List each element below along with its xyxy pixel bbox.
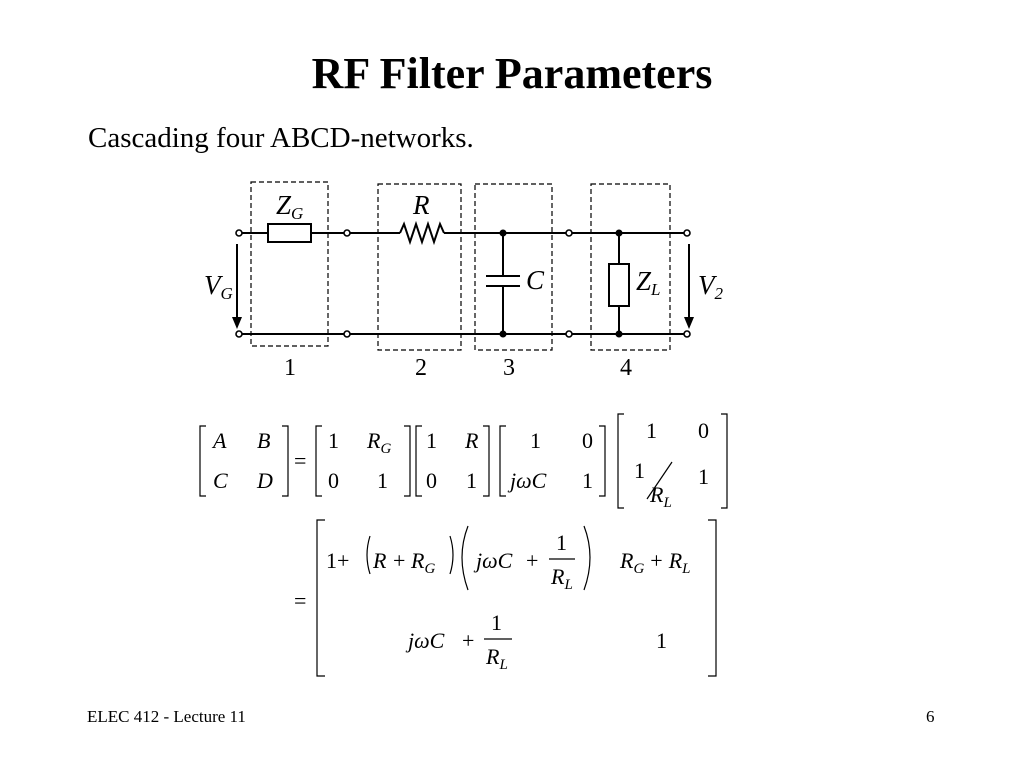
footer-course: ELEC 412 - Lecture 11 xyxy=(87,707,246,726)
result-a12: RG+RL xyxy=(619,548,691,577)
terminal xyxy=(235,229,243,237)
terminal xyxy=(235,330,243,338)
lhs-d: D xyxy=(256,468,273,493)
m4-c-denominator: RL xyxy=(649,482,672,511)
block-number-1: 1 xyxy=(284,355,296,381)
block-number-2: 2 xyxy=(415,355,427,381)
result-frac-den: RL xyxy=(550,564,573,593)
m4-c-numerator: 1 xyxy=(634,458,645,483)
m3-b: 0 xyxy=(582,428,593,453)
terminal xyxy=(683,229,691,237)
resistor-symbol xyxy=(399,220,445,246)
terminal xyxy=(565,229,573,237)
result-a11-plus: + xyxy=(393,548,405,573)
m2-a: 1 xyxy=(426,428,437,453)
block-number-3: 3 xyxy=(503,355,515,381)
result-frac-num: 1 xyxy=(556,530,567,555)
m3-a: 1 xyxy=(530,428,541,453)
vg-arrowhead xyxy=(232,317,242,329)
lhs-c: C xyxy=(213,468,228,493)
block-4-outline xyxy=(590,183,671,351)
terminal xyxy=(683,330,691,338)
m2-b: R xyxy=(464,428,479,453)
block-2-outline xyxy=(377,183,462,351)
m3-d: 1 xyxy=(582,468,593,493)
m4-d: 1 xyxy=(698,464,709,489)
result-a21-plus: + xyxy=(462,628,474,653)
block-1-outline xyxy=(250,181,329,347)
r-label: R xyxy=(412,190,430,220)
zl-box xyxy=(608,263,630,307)
m4-b: 0 xyxy=(698,418,709,443)
terminal xyxy=(565,330,573,338)
result-a11-plus2: + xyxy=(526,548,538,573)
vg-label: VG xyxy=(204,270,233,303)
result-a21-frac-num: 1 xyxy=(491,610,502,635)
zl-label: ZL xyxy=(636,266,661,299)
m3-c: jωC xyxy=(507,468,547,493)
m4-a: 1 xyxy=(646,418,657,443)
m1-b: RG xyxy=(366,428,391,457)
block-3-outline xyxy=(474,183,553,351)
equals-sign-2: = xyxy=(294,588,306,613)
c-label: C xyxy=(526,265,545,295)
zg-label: ZG xyxy=(276,190,303,223)
block-number-4: 4 xyxy=(620,355,632,381)
result-a11-rg: RG xyxy=(410,548,435,577)
v2-label: V2 xyxy=(698,270,724,303)
m2-d: 1 xyxy=(466,468,477,493)
terminal xyxy=(343,330,351,338)
result-a21-frac-den: RL xyxy=(485,644,508,673)
result-a21-jwc: jωC xyxy=(405,628,445,653)
circuit-diagram: ZG R C ZL VG V2 1 2 3 4 xyxy=(204,181,724,381)
result-a11-prefix: 1+ xyxy=(326,548,349,573)
zg-box xyxy=(267,223,312,243)
page-number: 6 xyxy=(926,707,935,726)
slide-subtitle: Cascading four ABCD-networks. xyxy=(88,122,474,154)
m1-c: 0 xyxy=(328,468,339,493)
abcd-equation: A B C D = 1 RG 0 1 1 R 0 1 1 0 jωC 1 1 0… xyxy=(199,413,728,677)
v2-arrowhead xyxy=(684,317,694,329)
slide-title: RF Filter Parameters xyxy=(311,49,713,98)
lhs-a: A xyxy=(211,428,227,453)
result-a22: 1 xyxy=(656,628,667,653)
m1-a: 1 xyxy=(328,428,339,453)
m1-d: 1 xyxy=(377,468,388,493)
result-a11-r: R xyxy=(372,548,387,573)
equals-sign: = xyxy=(294,448,306,473)
lhs-b: B xyxy=(257,428,270,453)
m2-c: 0 xyxy=(426,468,437,493)
result-a11-jwc: jωC xyxy=(473,548,513,573)
terminal xyxy=(343,229,351,237)
